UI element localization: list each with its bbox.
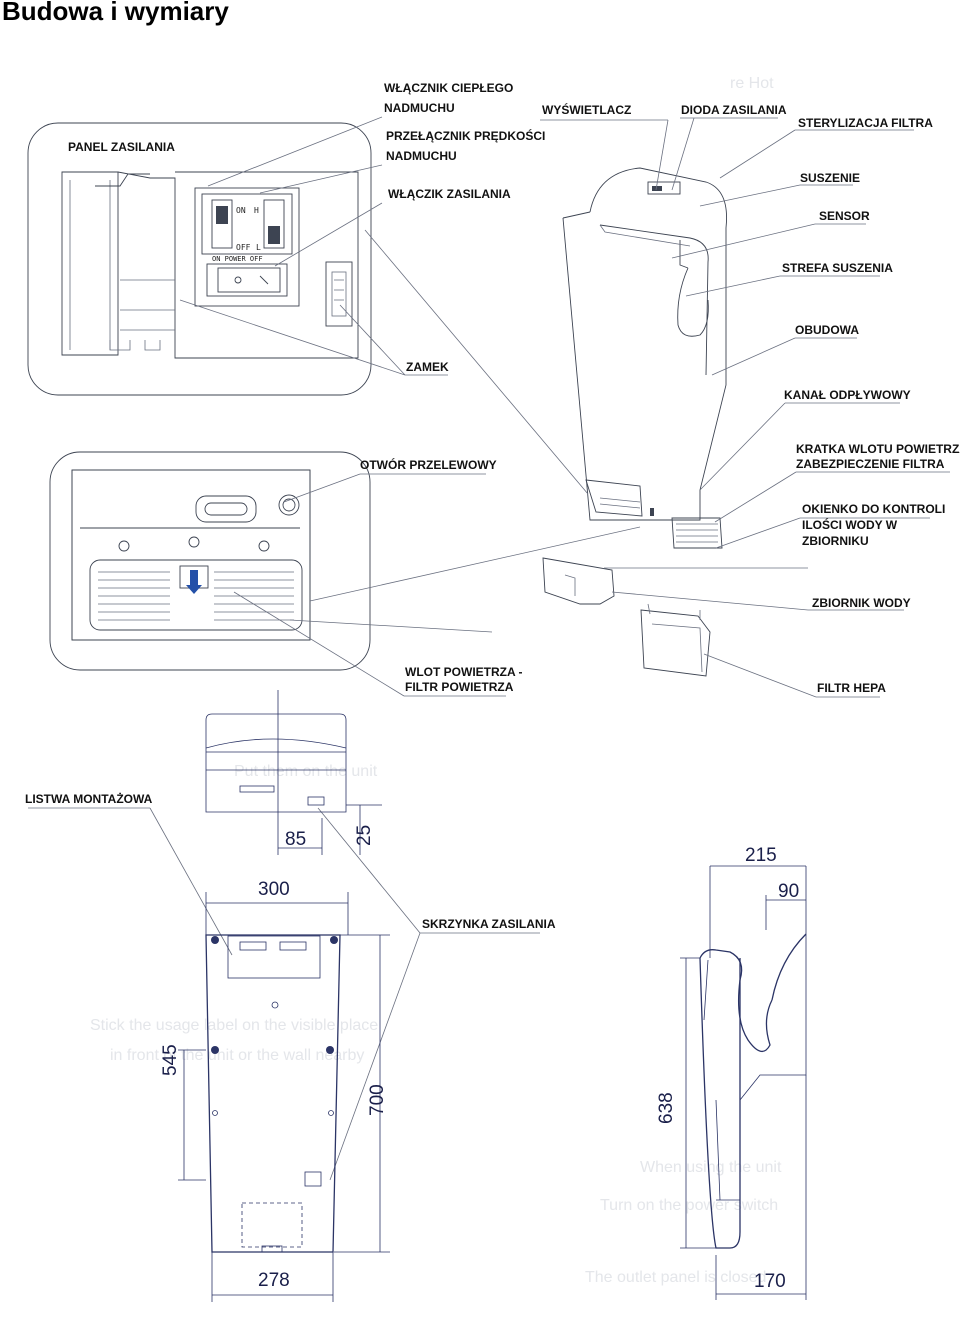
label-water-window: OKIENKO DO KONTROLI [802, 502, 945, 516]
ghost-text: Turn on the power switch [600, 1197, 778, 1214]
label-power-panel: PANEL ZASILANIA [68, 140, 175, 154]
label-hepa-filter: FILTR HEPA [817, 681, 886, 695]
label-power-box: SKRZYNKA ZASILANIA [422, 917, 556, 931]
label-water-window-line2: ILOŚCI WODY W [802, 517, 898, 532]
panel-off-marking: OFF [236, 243, 251, 252]
dim-25: 25 [354, 825, 375, 846]
air-inlet-detail [49, 451, 371, 671]
label-water-tank: ZBIORNIK WODY [812, 596, 911, 610]
dryer-front-view [562, 167, 728, 549]
water-tank-parts [542, 557, 711, 677]
label-mounting-strip: LISTWA MONTAŻOWA [25, 791, 153, 806]
dim-170: 170 [754, 1271, 786, 1292]
label-overflow-hole: OTWÓR PRZELEWOWY [360, 457, 497, 472]
leader-lines [28, 116, 950, 1181]
panel-h-marking: H [254, 206, 259, 215]
front-dimension-view [178, 892, 390, 1302]
label-sensor: SENSOR [819, 209, 870, 223]
dim-278: 278 [258, 1270, 290, 1291]
label-water-window-line3: ZBIORNIKU [802, 534, 869, 548]
label-air-grille-line2: ZABEZPIECZENIE FILTRA [796, 457, 945, 471]
label-power-switch: WŁĄCZIK ZASILANIA [388, 187, 511, 201]
label-lock: ZAMEK [406, 360, 449, 374]
label-drain-channel: KANAŁ ODPŁYWOWY [784, 388, 911, 402]
dim-700: 700 [367, 1084, 388, 1116]
ghost-text: The outlet panel is closed [585, 1269, 766, 1286]
dim-85: 85 [285, 829, 306, 850]
panel-on-power-off-marking: ON POWER OFF [212, 255, 263, 263]
ghost-text: Put them on the unit [234, 763, 378, 780]
label-heat-switch: WŁĄCZNIK CIEPŁEGO [384, 81, 513, 95]
panel-l-marking: L [256, 243, 261, 252]
dim-638: 638 [656, 1092, 677, 1124]
dim-215: 215 [745, 845, 777, 866]
label-filter-sterilization: STERYLIZACJA FILTRA [798, 116, 933, 130]
label-speed-switch-line2: NADMUCHU [386, 149, 457, 163]
top-view [205, 690, 382, 855]
ghost-text: re Hot [730, 75, 774, 92]
label-drying: SUSZENIE [800, 171, 860, 185]
dim-90: 90 [778, 881, 799, 902]
dim-300: 300 [258, 879, 290, 900]
label-housing: OBUDOWA [795, 323, 859, 337]
label-display: WYŚWIETLACZ [542, 102, 631, 117]
label-air-inlet: WLOT POWIETRZA - [405, 665, 523, 679]
label-speed-switch: PRZEŁĄCZNIK PRĘDKOŚCI [386, 128, 545, 143]
label-air-grille: KRATKA WLOTU POWIETRZA [796, 442, 960, 456]
ghost-text: Stick the usage label on the visible pla… [90, 1017, 378, 1034]
panel-on-marking: ON [236, 206, 246, 215]
dim-545: 545 [160, 1044, 181, 1076]
side-dimension-view [680, 865, 807, 1300]
ghost-text: When using the unit [640, 1159, 782, 1176]
ghost-text: in front of the unit or the wall nearby [110, 1047, 364, 1064]
page-title: Budowa i wymiary [2, 0, 229, 26]
label-power-led: DIODA ZASILANIA [681, 103, 787, 117]
label-heat-switch-line2: NADMUCHU [384, 101, 455, 115]
power-panel-detail: ON H OFF L ON POWER OFF [27, 122, 372, 396]
label-air-filter: FILTR POWIETRZA [405, 680, 514, 694]
label-drying-zone: STREFA SUSZENIA [782, 261, 893, 275]
